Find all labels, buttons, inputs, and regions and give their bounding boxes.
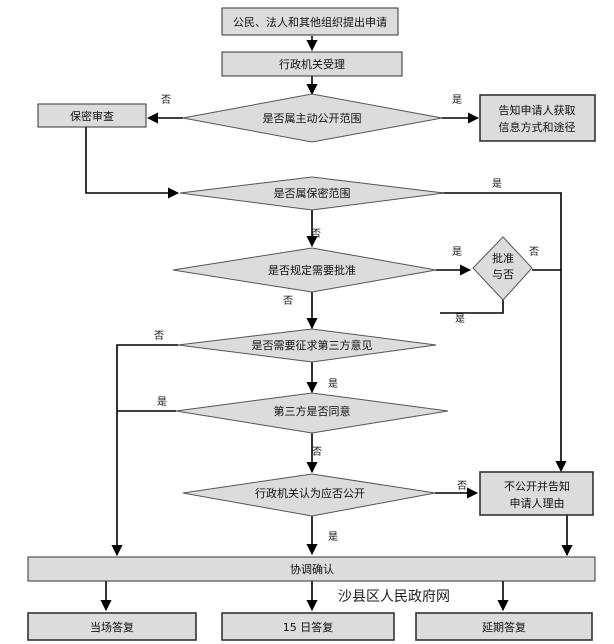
third-party-diamond (177, 328, 437, 363)
notify-way-text-1: 告知申请人获取 (499, 103, 576, 117)
accept-text: 行政机关受理 (279, 57, 345, 71)
disclose-diamond (182, 473, 436, 517)
label-disclose-yes: 是 (328, 531, 338, 543)
approval-required-text: 是否规定需要批准 (268, 263, 356, 277)
third-agree-diamond (175, 392, 449, 434)
refuse-text-1: 不公开并告知 (504, 479, 570, 493)
reply-15-box (221, 612, 395, 641)
active-scope-text: 是否属主动公开范围 (263, 111, 362, 125)
active-scope-diamond (182, 93, 443, 143)
label-agree-no: 否 (312, 446, 322, 458)
confidential-review-box (37, 103, 147, 128)
connectors (85, 36, 573, 612)
label-approval-yes: 是 (452, 246, 462, 258)
apply-text: 公民、法人和其他组织提出申请 (233, 15, 387, 29)
reply-now-box (27, 612, 197, 641)
approve-text-1: 批准 (492, 251, 514, 265)
label-disclose-no: 否 (457, 480, 467, 492)
refuse-box (479, 471, 594, 516)
approval-required-diamond (172, 247, 437, 293)
label-third-no: 否 (154, 330, 164, 342)
reply-15-text: 15 日答复 (283, 620, 334, 634)
confidential-review-text: 保密审查 (70, 109, 114, 123)
third-agree-text: 第三方是否同意 (274, 404, 351, 418)
arrow-third-no (111, 344, 178, 557)
reply-extend-box (415, 612, 593, 641)
third-party-text: 是否需要征求第三方意见 (252, 338, 373, 352)
approve-text-2: 与否 (492, 268, 514, 281)
label-approve-no: 否 (529, 246, 539, 258)
arrow-review-confidential (85, 127, 180, 199)
label-approval-no: 否 (283, 295, 293, 307)
label-active-yes: 是 (452, 94, 462, 106)
disclose-text: 行政机关认为应否公开 (255, 486, 365, 500)
arrow-confidential-yes (440, 192, 567, 473)
line-approve-yes (440, 300, 504, 314)
reply-now-text: 当场答复 (90, 620, 134, 634)
label-approve-yes: 是 (455, 313, 465, 325)
coordinate-text: 协调确认 (290, 562, 334, 576)
label-active-no: 否 (161, 94, 171, 106)
notify-way-box (479, 94, 596, 142)
label-agree-yes: 是 (157, 396, 167, 408)
label-third-yes: 是 (328, 378, 338, 390)
confidential-scope-diamond (179, 176, 445, 211)
label-confidential-yes: 是 (492, 178, 502, 190)
reply-extend-text: 延期答复 (482, 620, 526, 634)
coordinate-box (27, 556, 596, 582)
watermark-text: 沙县区人民政府网 (338, 589, 450, 605)
approve-diamond (472, 236, 533, 301)
accept-box (221, 51, 403, 77)
refuse-text-2: 申请人理由 (510, 496, 565, 510)
confidential-scope-text: 是否属保密范围 (274, 186, 351, 200)
apply-box (221, 7, 399, 36)
notify-way-text-2: 信息方式和途径 (499, 120, 576, 134)
label-confidential-no: 否 (311, 228, 321, 240)
